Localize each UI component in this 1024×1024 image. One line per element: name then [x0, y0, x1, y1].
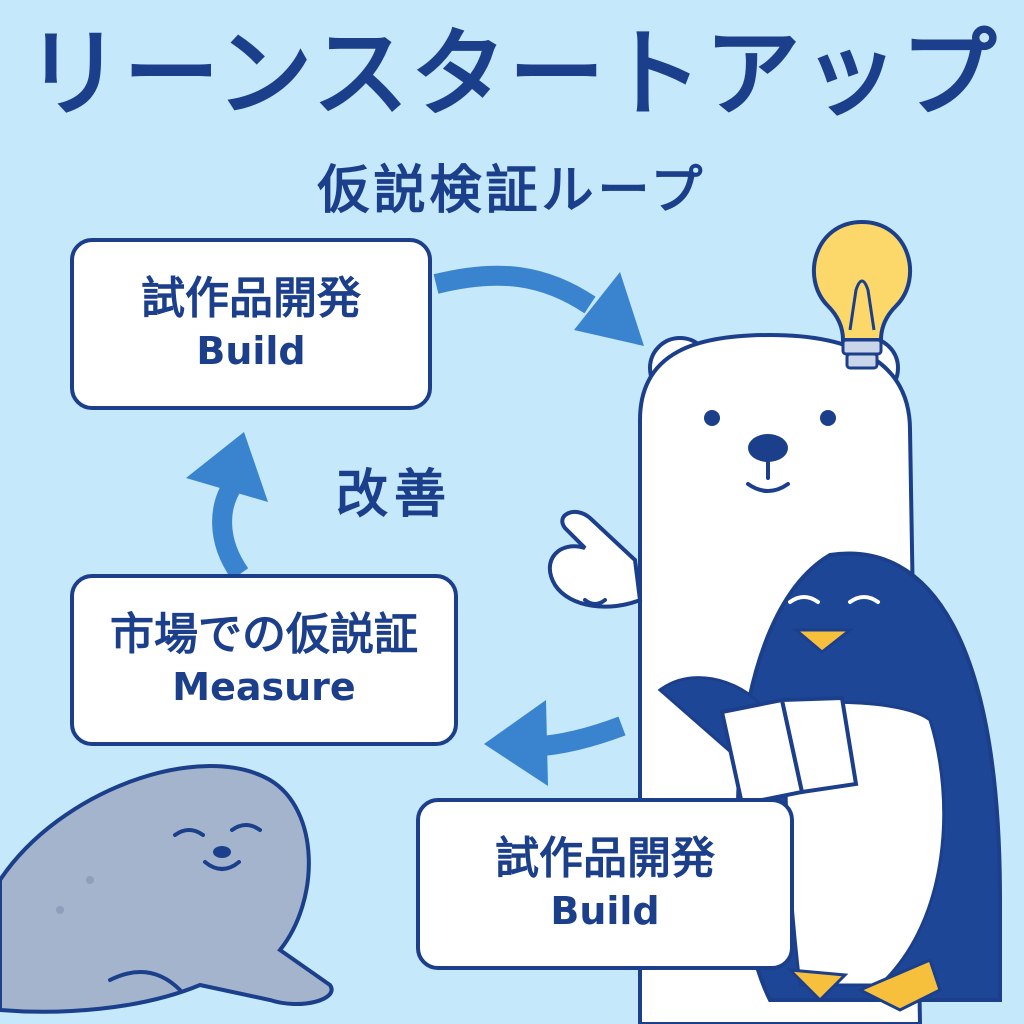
step-box-build-bottom: 試作品開発 Build: [416, 798, 794, 970]
seal-icon: [0, 764, 334, 1014]
step-box-build-top: 試作品開発 Build: [70, 238, 432, 410]
center-label-kaizen: 改善: [336, 465, 453, 525]
page-subtitle: 仮説検証ループ: [317, 161, 707, 221]
step-label-en: Build: [550, 888, 660, 933]
lightbulb-icon: [812, 219, 912, 370]
step-label-jp: 試作品開発: [141, 272, 361, 324]
arrow-measure-to-build: [186, 432, 268, 580]
step-label-en: Build: [196, 328, 306, 373]
step-label-jp: 試作品開発: [495, 832, 715, 884]
arrow-right-to-measure: [484, 700, 626, 786]
step-label-en: Measure: [172, 664, 356, 709]
page-title: リーンスタートアップ: [25, 18, 999, 130]
arrow-build-to-right: [433, 265, 644, 346]
step-box-measure: 市場での仮説証 Measure: [70, 574, 458, 746]
book-icon: [719, 695, 859, 807]
step-label-jp: 市場での仮説証: [110, 608, 418, 660]
